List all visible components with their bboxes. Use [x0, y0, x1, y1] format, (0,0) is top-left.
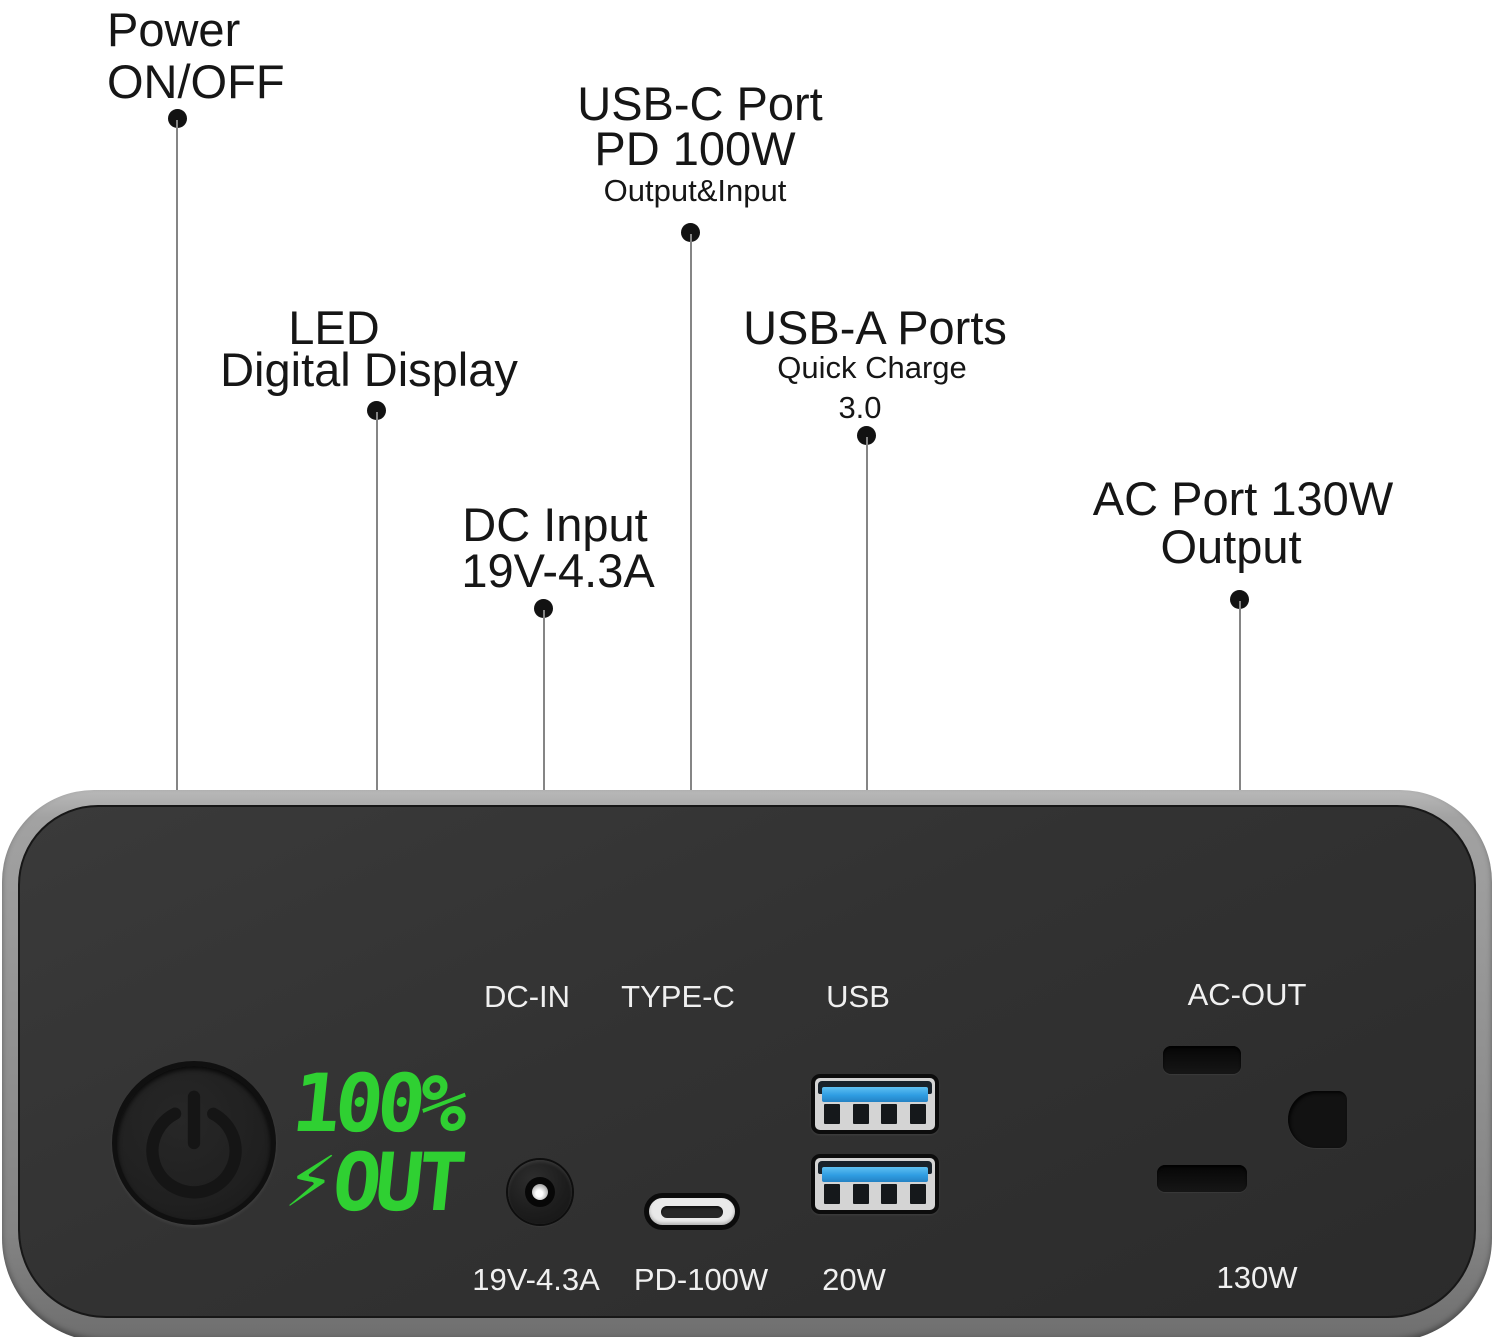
dc-callout-dot — [534, 599, 553, 618]
ac-outlet-slot-top — [1163, 1046, 1241, 1074]
usba-callout-line — [866, 437, 868, 790]
usba-callout-sub1: Quick Charge — [777, 350, 967, 385]
usba-callout-dot — [857, 426, 876, 445]
power-callout-dot — [168, 109, 187, 128]
usb-a-2-tongue — [822, 1167, 928, 1182]
type-c-value: PD-100W — [633, 1262, 769, 1297]
power-callout-line — [176, 120, 178, 790]
usb-a-1-tongue — [822, 1087, 928, 1102]
ac-callout-line2: Output — [1160, 520, 1302, 573]
ac-out-value: 130W — [1216, 1260, 1298, 1295]
ac-out-label: AC-OUT — [1187, 977, 1307, 1012]
usb-a-1-pins — [824, 1104, 926, 1124]
dc-callout-line — [543, 610, 545, 790]
ac-outlet-slot-bottom — [1157, 1165, 1247, 1192]
usb-label: USB — [826, 979, 890, 1014]
dc-jack-pin — [532, 1184, 548, 1200]
ac-callout-line — [1239, 601, 1241, 790]
ac-outlet-ground-hole — [1288, 1091, 1347, 1148]
usbc-callout-line2: PD 100W — [594, 122, 796, 175]
usbc-callout-line — [690, 234, 692, 790]
usb-a-port-1 — [811, 1074, 939, 1134]
power-button — [112, 1061, 276, 1225]
dc-callout-line2: 19V-4.3A — [461, 544, 655, 597]
usbc-callout-sub: Output&Input — [603, 173, 787, 208]
ac-callout-dot — [1230, 590, 1249, 609]
usbc-callout-line1: USB-C Port — [577, 77, 823, 130]
usb-a-port-2 — [811, 1154, 939, 1214]
power-bank-front-panel — [18, 805, 1476, 1318]
power-icon — [146, 1090, 242, 1199]
dc-callout-line1: DC Input — [462, 498, 648, 551]
usba-callout-sub2: 3.0 — [838, 390, 882, 425]
usba-callout-line1: USB-A Ports — [743, 301, 1007, 354]
usb-c-slot — [661, 1206, 723, 1218]
led-callout-line — [376, 412, 378, 790]
usb-c-port — [644, 1193, 740, 1230]
power-callout-line2: ON/OFF — [107, 55, 285, 108]
output-mode-display: ⚡OUT — [281, 1136, 465, 1229]
usbc-callout-dot — [681, 223, 700, 242]
type-c-label: TYPE-C — [621, 979, 735, 1014]
led-callout-line2: Digital Display — [220, 343, 518, 396]
usb-value: 20W — [822, 1262, 886, 1297]
power-callout-line1: Power — [107, 3, 241, 56]
dc-in-label: DC-IN — [483, 979, 571, 1014]
led-callout-dot — [367, 401, 386, 420]
dc-in-value: 19V-4.3A — [472, 1262, 600, 1297]
usb-a-2-pins — [824, 1184, 926, 1204]
led-callout-line1: LED — [288, 301, 380, 354]
dc-input-jack — [508, 1160, 572, 1224]
battery-percent-display: 100% — [288, 1057, 467, 1150]
ac-callout-line1: AC Port 130W — [1092, 472, 1394, 525]
